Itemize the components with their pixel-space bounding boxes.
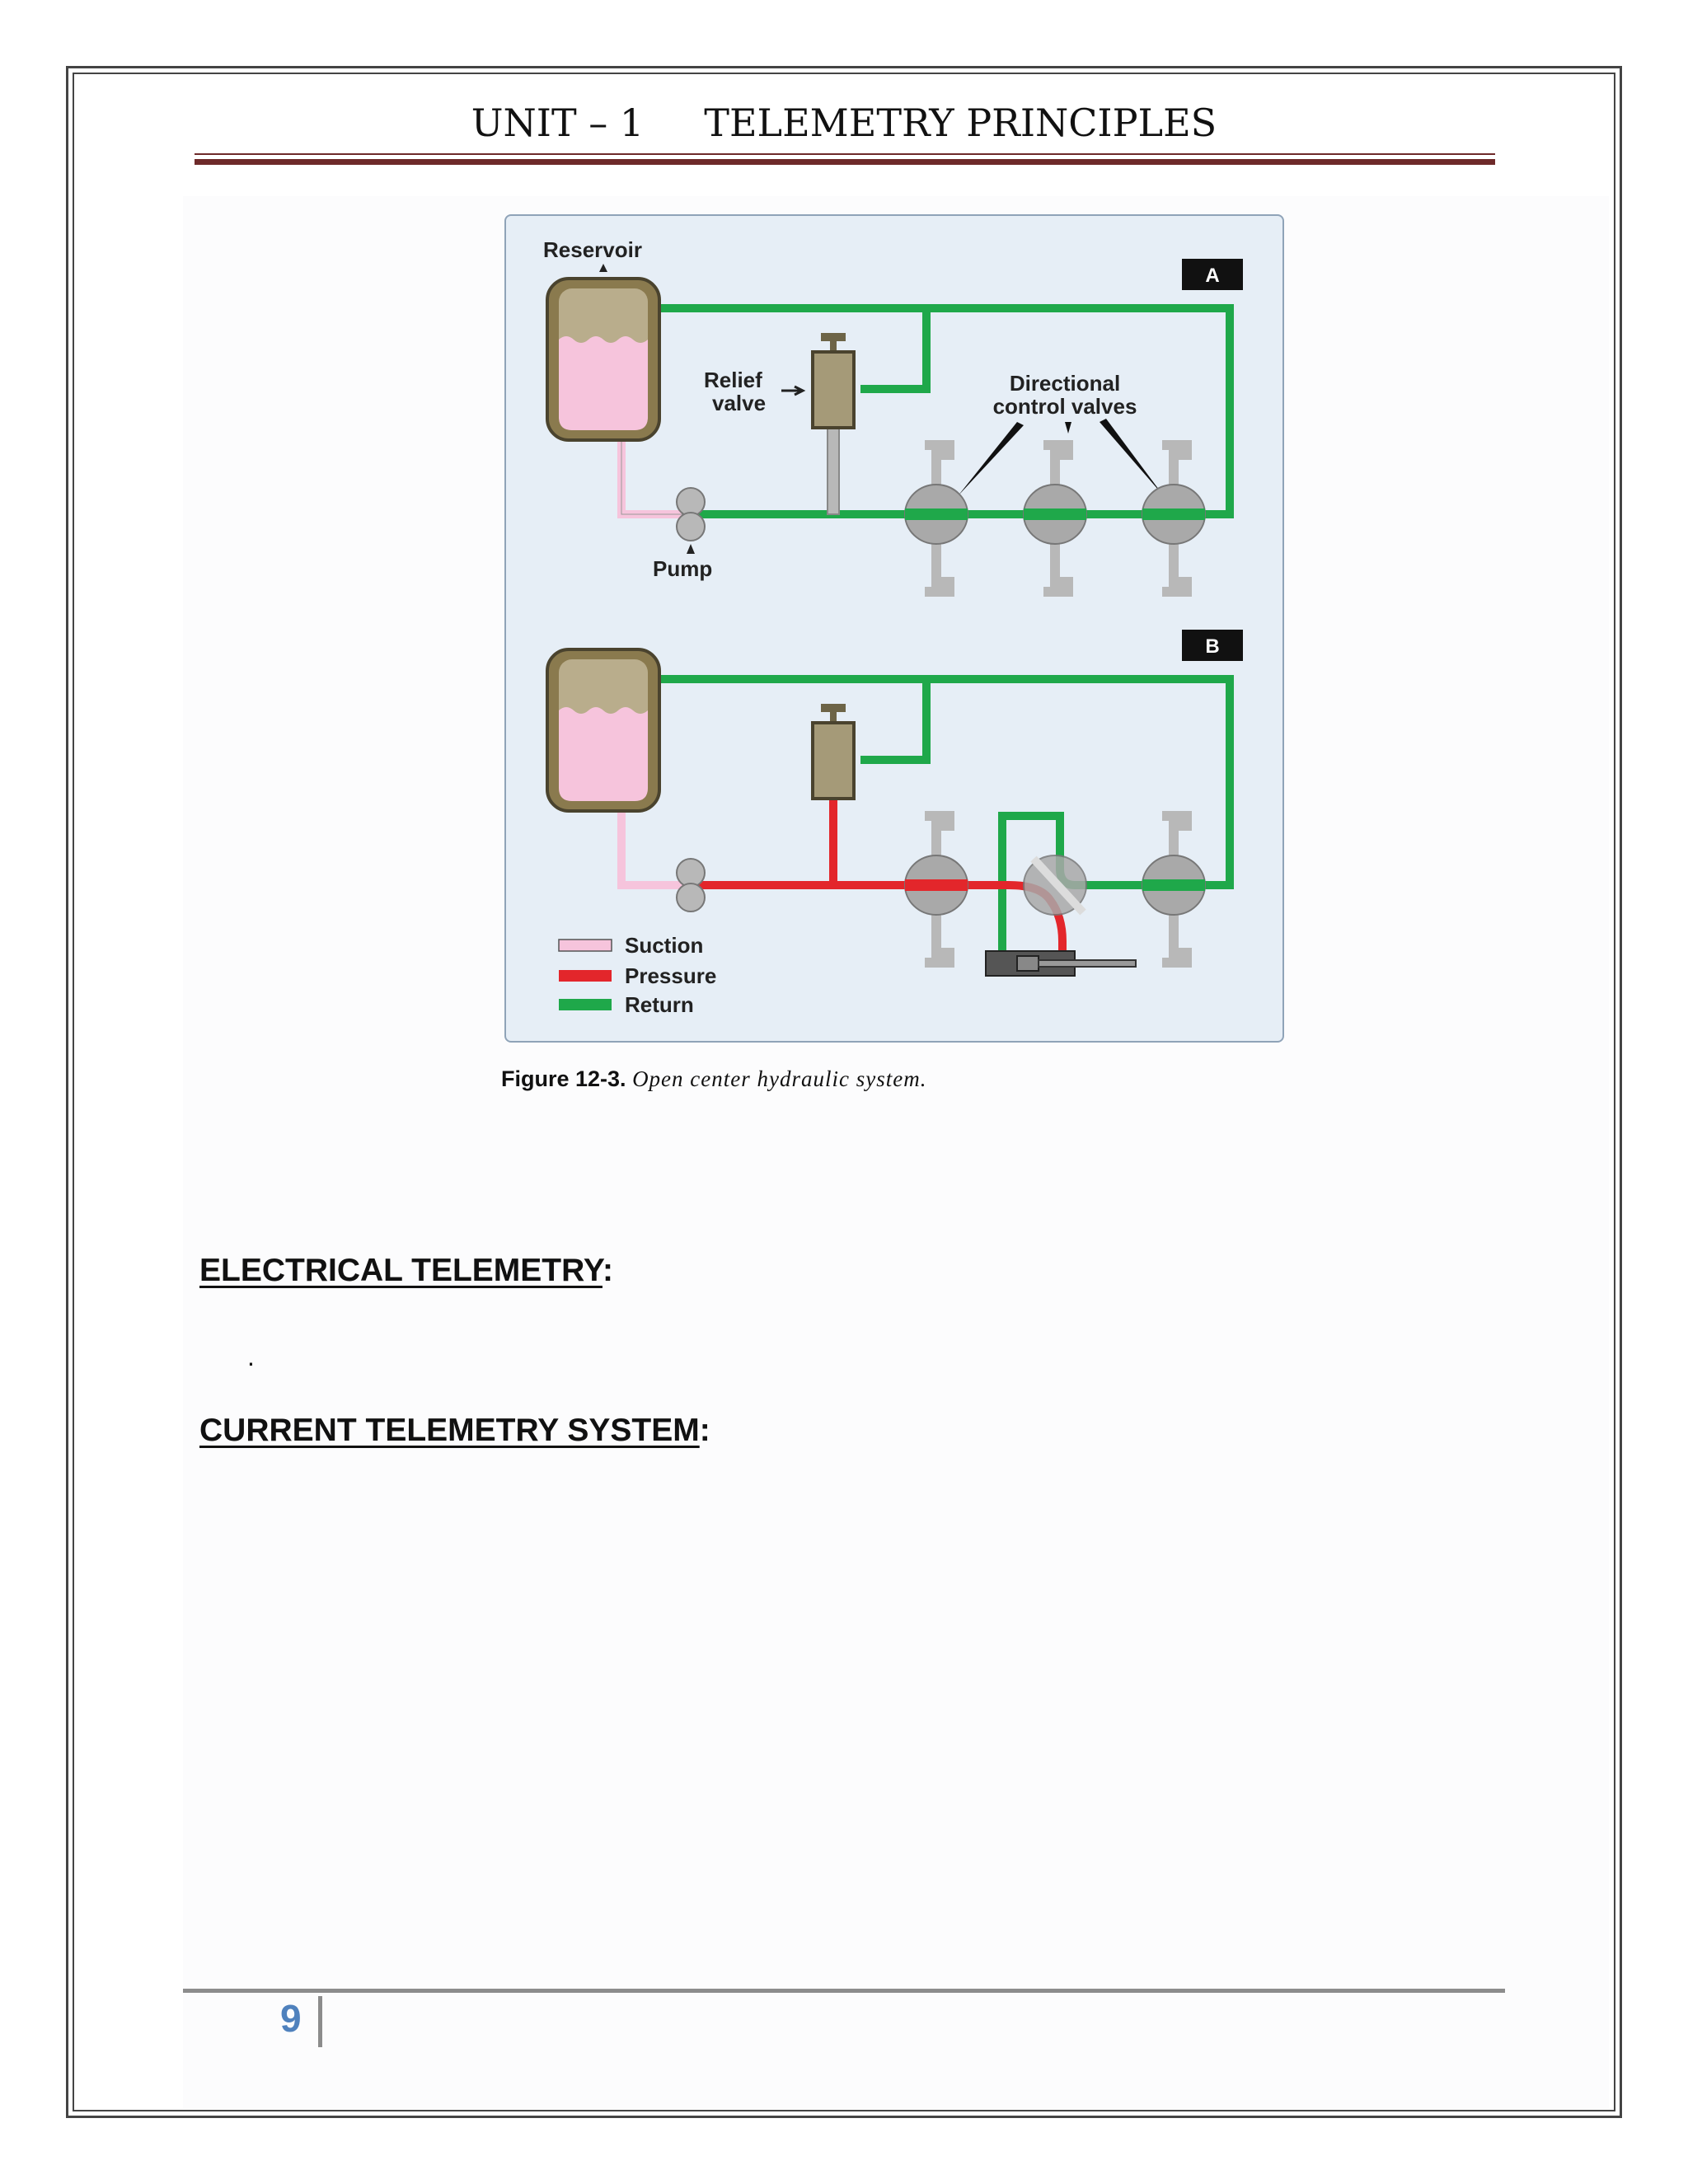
heading-electrical-telemetry-colon: : — [602, 1253, 613, 1288]
legend-swatch-suction — [558, 939, 612, 952]
heading-current-telemetry-system-text: CURRENT TELEMETRY SYSTEM — [199, 1413, 700, 1448]
page-outer-border — [66, 66, 1622, 2118]
relief-valve-label-line1: Relief — [704, 368, 762, 392]
directional-valve-b3 — [1142, 811, 1206, 968]
pump-b — [676, 858, 706, 912]
figure-caption: Figure 12-3. Open center hydraulic syste… — [501, 1066, 926, 1092]
page-number-divider — [318, 1996, 322, 2047]
heading-electrical-telemetry: ELECTRICAL TELEMETRY: — [199, 1253, 613, 1289]
stray-dot: . — [247, 1342, 255, 1371]
relief-valve-label-line2: valve — [712, 391, 766, 415]
directional-valves-label-line2: control valves — [993, 394, 1137, 419]
legend-swatch-return — [559, 999, 612, 1010]
hydraulic-figure: A Reservoir Pump — [504, 214, 1284, 1043]
relief-valve-a — [811, 333, 856, 429]
pressure-lines-b — [692, 797, 1067, 951]
directional-valves-pointers — [958, 419, 1164, 496]
directional-valve-b2-shifted — [1023, 855, 1087, 916]
heading-current-telemetry-system-colon: : — [699, 1413, 710, 1448]
header-rule-thin — [195, 153, 1495, 155]
directional-valve-a3 — [1142, 440, 1206, 597]
legend-label-pressure: Pressure — [625, 963, 716, 988]
reservoir-b — [546, 648, 661, 813]
directional-valve-b1 — [904, 811, 968, 968]
panel-b-label: B — [1205, 635, 1219, 658]
reservoir-a — [546, 277, 661, 442]
legend: Suction Pressure Return — [558, 933, 716, 1017]
header-rule-thick — [195, 159, 1495, 165]
hydraulic-diagram: A Reservoir Pump — [543, 237, 1243, 1017]
figure-caption-text: Open center hydraulic system. — [632, 1066, 927, 1091]
legend-label-return: Return — [625, 992, 694, 1017]
suction-line-b — [617, 789, 687, 889]
pump-a — [676, 487, 706, 541]
directional-valve-a2 — [1023, 440, 1087, 597]
reservoir-label: Reservoir — [543, 237, 642, 262]
pump-label: Pump — [653, 556, 712, 581]
legend-swatch-pressure — [559, 970, 612, 982]
directional-valve-a1 — [904, 440, 968, 597]
page-number: 9 — [280, 1997, 302, 2040]
actuator-cylinder — [985, 950, 1137, 977]
relief-valve-a-stem — [827, 421, 840, 515]
heading-current-telemetry-system: CURRENT TELEMETRY SYSTEM: — [199, 1413, 710, 1449]
pump-arrow — [687, 544, 695, 554]
directional-valves-label-line1: Directional — [1010, 371, 1120, 396]
panel-a-label: A — [1205, 265, 1219, 287]
figure-caption-label: Figure 12-3. — [501, 1066, 626, 1091]
relief-valve-b — [811, 704, 856, 800]
footer-rule — [183, 1989, 1505, 1993]
page-inner-border — [73, 73, 1615, 2111]
panel-b-badge — [1182, 630, 1243, 661]
relief-valve-arrow — [781, 385, 806, 396]
legend-label-suction: Suction — [625, 933, 703, 958]
page-header-title: UNIT – 1 TELEMETRY PRINCIPLES — [471, 101, 1217, 145]
reservoir-arrow — [599, 264, 607, 272]
heading-electrical-telemetry-text: ELECTRICAL TELEMETRY — [199, 1253, 603, 1288]
panel-a-badge — [1182, 259, 1243, 290]
